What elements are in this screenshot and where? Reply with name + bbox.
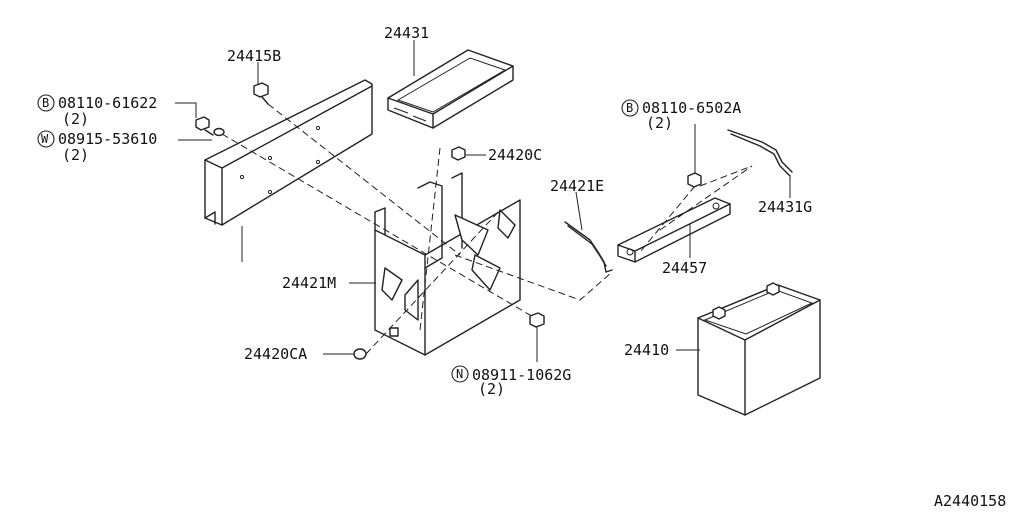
callout-08110-61622: B 08110-61622 (2) bbox=[37, 94, 157, 128]
callout-08911-1062G: N 08911-1062G (2) bbox=[451, 365, 571, 398]
hold-down-clamp-drawing bbox=[617, 197, 731, 263]
callout-08915-53610: W 08915-53610 (2) bbox=[37, 130, 157, 164]
qty-08911-1062G: (2) bbox=[478, 380, 505, 398]
cross-member-bracket-drawing bbox=[204, 79, 373, 262]
rod-24421E-drawing bbox=[564, 191, 613, 273]
battery-cover-drawing bbox=[387, 40, 514, 129]
nut-08911-drawing bbox=[529, 312, 545, 362]
prefix-b-icon: B bbox=[42, 96, 49, 110]
assembly-guide-lines bbox=[221, 103, 753, 355]
label-24431: 24431 bbox=[384, 24, 429, 42]
nut-24420CA-drawing bbox=[323, 348, 367, 360]
label-24420CA: 24420CA bbox=[244, 345, 307, 363]
qty-08110-61622: (2) bbox=[62, 110, 89, 128]
callout-08110-6502A: B 08110-6502A (2) bbox=[621, 99, 741, 132]
label-24421E: 24421E bbox=[550, 177, 604, 195]
figure-id: A2440158 bbox=[934, 492, 1006, 510]
battery-tray-drawing bbox=[349, 172, 521, 356]
rod-24431G-drawing bbox=[727, 129, 793, 198]
label-24457: 24457 bbox=[662, 259, 707, 277]
label-08915-53610: 08915-53610 bbox=[58, 130, 157, 148]
label-08110-6502A: 08110-6502A bbox=[642, 99, 741, 117]
qty-08915-53610: (2) bbox=[62, 146, 89, 164]
prefix-b-icon: B bbox=[626, 101, 633, 115]
bolt-right-drawing bbox=[687, 124, 702, 188]
clip-24420C-drawing bbox=[451, 146, 486, 161]
label-24415B: 24415B bbox=[227, 47, 281, 65]
battery-drawing bbox=[676, 282, 821, 416]
label-08911-1062G: 08911-1062G bbox=[472, 366, 571, 384]
prefix-n-icon: N bbox=[456, 367, 463, 381]
prefix-w-icon: W bbox=[41, 132, 49, 146]
bolt-24415B-drawing bbox=[253, 62, 269, 105]
label-24420C: 24420C bbox=[488, 146, 542, 164]
label-24421M: 24421M bbox=[282, 274, 336, 292]
label-24410: 24410 bbox=[624, 341, 669, 359]
qty-08110-6502A: (2) bbox=[646, 114, 673, 132]
label-24431G: 24431G bbox=[758, 198, 812, 216]
label-08110-61622: 08110-61622 bbox=[58, 94, 157, 112]
bolt-washer-left-drawing bbox=[175, 102, 225, 141]
